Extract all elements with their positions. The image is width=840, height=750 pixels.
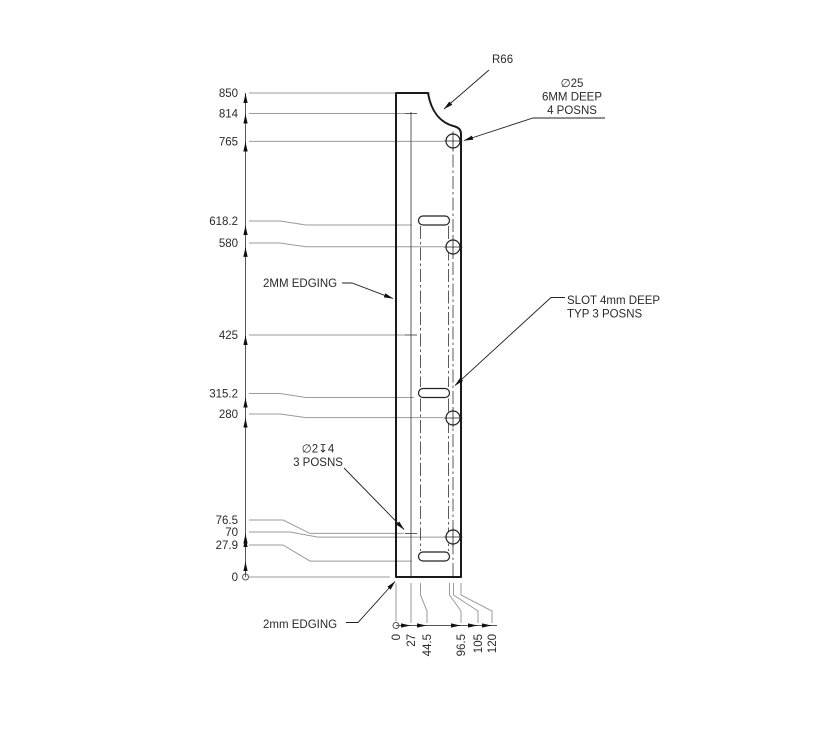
bottom-dim-label-0: 0 — [391, 634, 403, 640]
bottom-origin-marker — [392, 622, 400, 629]
slot-bottom — [417, 551, 451, 562]
center-lines — [405, 112, 454, 577]
leader-edging-bottom — [346, 581, 396, 623]
dim-label-315-2: 315.2 — [209, 389, 238, 401]
left-origin-marker — [242, 573, 249, 581]
bottom-dim-label-96-5: 96.5 — [456, 634, 468, 656]
leader-small-hole — [343, 467, 405, 530]
dimension-lines — [242, 93, 497, 629]
small-hole-callout-line2: 3 POSNS — [293, 457, 343, 469]
bottom-dimension-labels: 0 27 44.5 96.5 105 120 — [391, 634, 499, 656]
leader-r66 — [443, 69, 490, 110]
dim-label-27-9: 27.9 — [216, 540, 238, 552]
dim-label-765: 765 — [219, 137, 238, 149]
dim-label-814: 814 — [219, 109, 239, 121]
bottom-dim-label-105: 105 — [473, 634, 485, 653]
edging-bottom-label: 2mm EDGING — [263, 619, 337, 631]
bottom-dim-label-27: 27 — [406, 634, 418, 647]
part-outline — [395, 92, 462, 578]
slot-middle — [417, 387, 451, 399]
dim-label-76-5: 76.5 — [216, 515, 238, 527]
slot-top — [417, 215, 451, 226]
large-hole-callout-line3: 4 POSNS — [547, 105, 597, 117]
slots — [417, 215, 451, 562]
bottom-dim-label-120: 120 — [487, 634, 499, 653]
dim-label-618-2: 618.2 — [209, 216, 238, 228]
leader-large-hole — [463, 117, 605, 141]
part-body — [396, 93, 461, 577]
bottom-dim-label-44-5: 44.5 — [422, 634, 434, 656]
large-hole-callout-line2: 6MM DEEP — [542, 92, 602, 104]
dim-label-70: 70 — [225, 527, 238, 539]
slot-callout-line1: SLOT 4mm DEEP — [567, 295, 660, 307]
dim-label-0: 0 — [232, 572, 238, 584]
dim-label-850: 850 — [219, 88, 238, 100]
dim-label-580: 580 — [219, 238, 238, 250]
small-hole-callout-line1: ∅2↧4 — [302, 444, 335, 456]
left-dimension-labels: 850 814 765 618.2 580 425 315.2 280 76.5… — [209, 88, 238, 584]
large-hole-callout-line1: ∅25 — [561, 78, 584, 90]
leader-lines — [342, 69, 605, 623]
edging-top-label: 2MM EDGING — [263, 278, 337, 290]
leader-slot — [454, 297, 565, 386]
large-holes — [443, 131, 463, 547]
annotation-labels: R66 ∅25 6MM DEEP 4 POSNS 2MM EDGING SLOT… — [263, 54, 660, 631]
slot-callout-line2: TYP 3 POSNS — [567, 309, 643, 321]
r66-label: R66 — [492, 54, 513, 66]
dim-label-280: 280 — [219, 409, 238, 421]
dim-label-425: 425 — [219, 330, 238, 342]
leader-edging-top — [342, 282, 394, 299]
